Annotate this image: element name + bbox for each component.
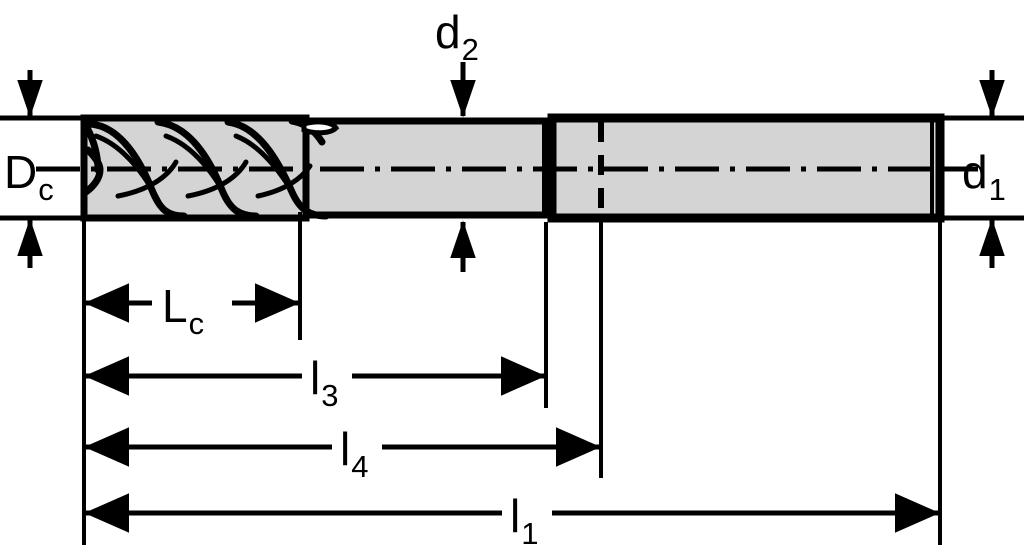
dimension-l3: l3 (84, 352, 546, 413)
flute-runout-detail (301, 119, 340, 136)
dimension-label-d1: d1 (962, 146, 1006, 207)
dimension-d2: d2 (435, 6, 479, 272)
dimension-label-l4: l4 (340, 423, 368, 484)
dimension-dc: Dc (0, 70, 84, 268)
dimension-label-l1: l1 (510, 490, 538, 551)
dimension-label-d2: d2 (435, 6, 479, 67)
tool-body-group (36, 113, 970, 223)
dimension-d1: d1 (940, 70, 1024, 268)
dimension-label-dc: Dc (4, 146, 54, 207)
cutting-tip-detail (82, 122, 104, 196)
dimension-label-lc: Lc (162, 280, 204, 341)
dimension-l1: l1 (84, 490, 940, 551)
dimension-label-l3: l3 (310, 352, 338, 413)
dimension-l4: l4 (84, 423, 601, 484)
extension-lines-group (82, 118, 942, 545)
dimension-lc: Lc (84, 280, 300, 341)
